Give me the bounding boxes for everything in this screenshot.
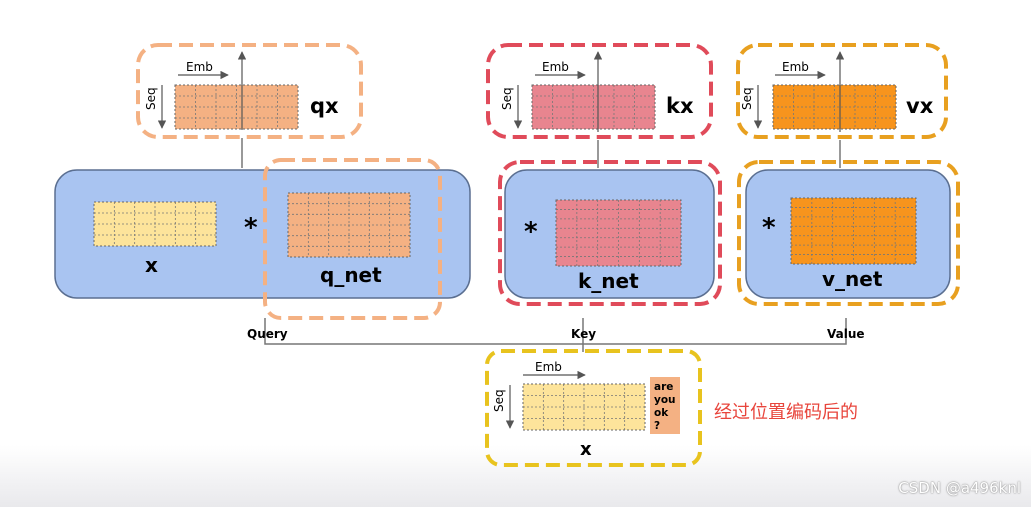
v-net-matrix: [790, 197, 917, 265]
vx-dashed-frame: [736, 43, 948, 139]
value-multiply-operator: *: [762, 213, 776, 243]
token-box: [650, 377, 680, 434]
positional-encoding-annotation: 经过位置编码后的: [714, 402, 858, 423]
x-label: x: [145, 253, 158, 277]
q-net-label: q_net: [320, 263, 382, 287]
query-layer: x * q_net: [54, 158, 471, 320]
kx-output-label: kx: [666, 94, 694, 118]
connector-lines: [241, 138, 847, 352]
kx-seq-label: Seq: [500, 87, 514, 110]
token-you: you: [654, 394, 676, 406]
query-multiply-operator: *: [244, 213, 258, 243]
x-input-matrix: [93, 201, 217, 247]
qx-dashed-frame: [136, 43, 363, 139]
connector-branch-bus: [264, 318, 847, 345]
q-net-matrix: [287, 192, 411, 258]
v-net-dashed-frame: [737, 160, 960, 306]
vx-matrix: [772, 84, 897, 130]
vx-seq-label: Seq: [740, 87, 754, 110]
k-net-dashed-frame: [498, 160, 722, 306]
key-branch-label: Key: [571, 327, 596, 341]
value-branch-label: Value: [827, 327, 865, 341]
query-branch-label: Query: [247, 327, 288, 341]
kx-matrix: [531, 84, 656, 130]
input-dashed-frame: [485, 349, 702, 467]
vx-emb-label: Emb: [782, 60, 809, 74]
token-question: ?: [654, 420, 660, 432]
token-are: are: [654, 381, 673, 393]
q-net-dashed-frame: [263, 158, 442, 320]
watermark: CSDN @a496knl: [898, 479, 1021, 497]
kx-block: Emb Seq kx: [486, 43, 713, 139]
input-block: Emb Seq are you ok ? x: [485, 349, 702, 467]
vx-output-label: vx: [906, 94, 934, 118]
qx-seq-label: Seq: [144, 87, 158, 110]
qx-matrix: [174, 84, 299, 130]
kx-emb-label: Emb: [542, 60, 569, 74]
value-layer: * v_net: [737, 160, 960, 306]
key-multiply-operator: *: [524, 217, 538, 247]
k-net-matrix: [555, 199, 682, 267]
input-x-label: x: [580, 439, 592, 460]
qx-block: Emb Seq qx: [136, 43, 363, 139]
token-ok: ok: [654, 407, 669, 419]
k-net-label: k_net: [578, 269, 639, 293]
input-matrix: [522, 383, 646, 431]
key-layer: * k_net: [498, 160, 722, 306]
kx-dashed-frame: [486, 43, 713, 139]
qx-output-label: qx: [310, 94, 339, 118]
bottom-fade: [0, 445, 1031, 507]
v-net-label: v_net: [822, 267, 883, 291]
input-emb-label: Emb: [535, 360, 562, 374]
vx-block: Emb Seq vx: [736, 43, 948, 139]
input-seq-label: Seq: [492, 389, 506, 412]
qx-emb-label: Emb: [186, 60, 213, 74]
